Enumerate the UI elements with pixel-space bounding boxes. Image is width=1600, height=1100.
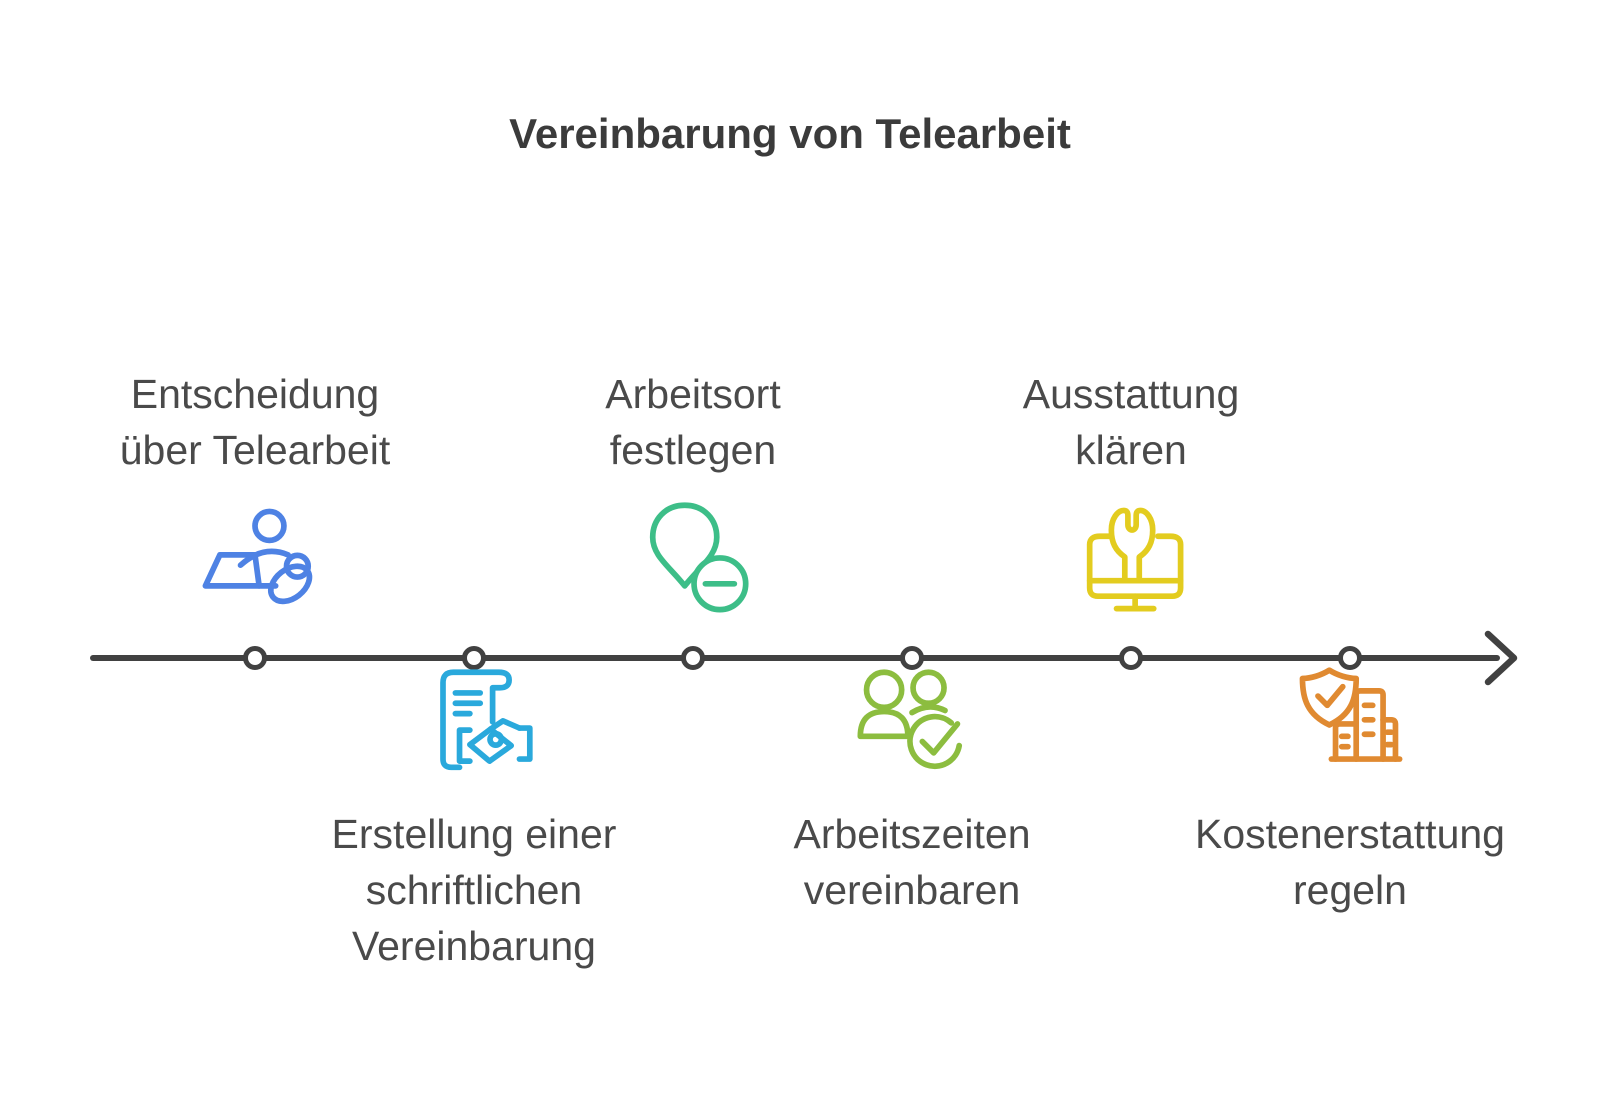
timeline-node	[681, 646, 705, 670]
timeline-node	[1338, 646, 1362, 670]
people-check-icon	[857, 669, 963, 769]
step-label-kostenerstattung: Kostenerstattung regeln	[1195, 811, 1505, 913]
timeline-line	[90, 655, 1500, 661]
timeline-node	[900, 646, 924, 670]
location-pin-minus-icon	[649, 502, 749, 613]
step-label-entscheidung: Entscheidung über Telearbeit	[119, 371, 391, 473]
step-label-ausstattung: Ausstattung klären	[1022, 371, 1240, 473]
step-label-arbeitszeiten: Arbeitszeiten vereinbaren	[793, 811, 1031, 913]
person-laptop-icon	[202, 508, 313, 605]
timeline-node	[462, 646, 486, 670]
document-handshake-icon	[440, 669, 533, 771]
page-title: Vereinbarung von Telearbeit	[509, 110, 1071, 157]
step-label-erstellung: Erstellung einer schriftlichen Vereinbar…	[331, 811, 617, 969]
shield-buildings-check-icon	[1299, 667, 1403, 762]
timeline-node	[1119, 646, 1143, 670]
monitor-wrench-icon	[1086, 507, 1184, 612]
step-label-arbeitsort: Arbeitsort festlegen	[605, 371, 781, 473]
arrow-head-icon	[1484, 630, 1518, 686]
timeline-node	[243, 646, 267, 670]
